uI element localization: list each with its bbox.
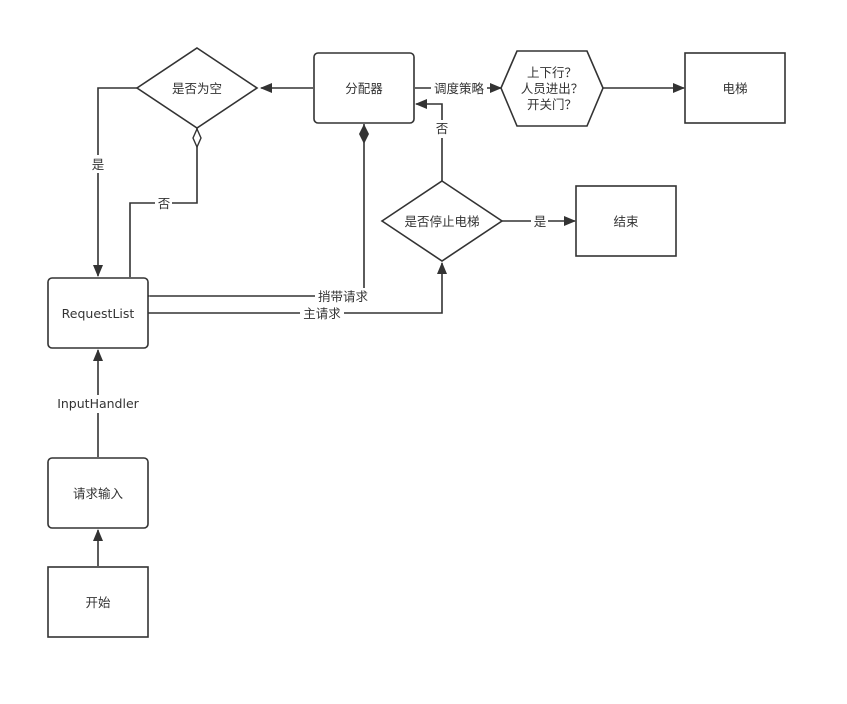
node-dispatcher-label: 分配器 [345, 81, 383, 96]
node-request-input-label: 请求输入 [73, 486, 124, 501]
label-yes-end: 是 [534, 214, 547, 229]
node-start: 开始 [47, 566, 149, 638]
label-no-left: 否 [158, 196, 171, 211]
label-carry-requests: 捎带请求 [318, 289, 369, 304]
node-stop-elevator-label: 是否停止电梯 [404, 214, 479, 229]
node-elevator-label: 电梯 [722, 81, 747, 96]
strategy-line-1: 上下行？ [527, 65, 577, 80]
strategy-line-2: 人员进出？ [521, 81, 584, 96]
label-no-right: 否 [436, 121, 449, 136]
edge-carry-requests [150, 124, 364, 296]
node-dispatcher: 分配器 [313, 52, 415, 124]
edge-stop-no [415, 99, 443, 181]
node-request-list: RequestList [47, 277, 149, 349]
node-end-label: 结束 [613, 214, 639, 229]
node-stop-elevator: 是否停止电梯 [380, 180, 504, 262]
label-dispatch-strategy: 调度策略 [434, 81, 485, 96]
edge-is-empty-yes [93, 87, 137, 277]
label-input-handler: InputHandler [57, 396, 139, 411]
node-is-empty-label: 是否为空 [172, 81, 222, 96]
edge-main-request [148, 262, 447, 314]
node-strategy: 上下行？ 人员进出？ 开关门？ [500, 50, 604, 127]
node-request-input: 请求输入 [47, 457, 149, 529]
node-elevator: 电梯 [684, 52, 786, 124]
strategy-line-3: 开关门？ [527, 97, 577, 112]
label-main-request: 主请求 [303, 306, 341, 321]
node-request-list-label: RequestList [62, 306, 135, 321]
node-is-empty: 是否为空 [135, 47, 259, 129]
node-start-label: 开始 [85, 595, 111, 610]
label-yes-left: 是 [92, 157, 105, 172]
node-end: 结束 [575, 185, 677, 257]
